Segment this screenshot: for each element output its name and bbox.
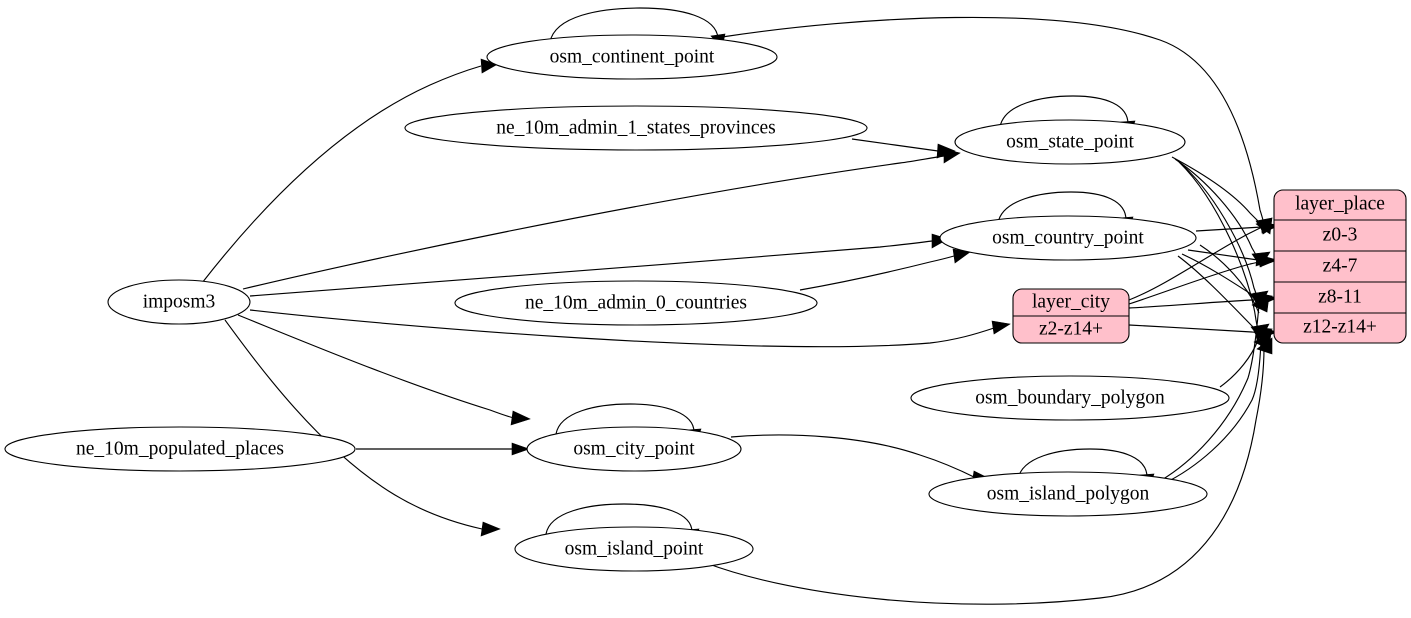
layer_place-header: layer_place bbox=[1295, 193, 1385, 214]
arrow-head-icon bbox=[1256, 337, 1273, 355]
edge-osm_island_point-to-layer_place bbox=[705, 347, 1265, 605]
arrow-head-icon bbox=[991, 320, 1011, 335]
edge-imposm3-to-osm_city_point bbox=[237, 314, 515, 419]
node-label: osm_island_point bbox=[565, 538, 704, 559]
node-label: osm_state_point bbox=[1006, 131, 1134, 152]
node-osm_state_point[interactable]: osm_state_point bbox=[954, 119, 1186, 165]
arrow-head-icon bbox=[1258, 254, 1278, 268]
node-label: osm_continent_point bbox=[550, 46, 715, 67]
layer-node-layer_city[interactable]: layer_city z2-z14+ bbox=[1012, 288, 1130, 344]
edge-layer_city-to-layer_place-z12-z14 bbox=[1128, 324, 1263, 334]
arrow-head-icon bbox=[480, 521, 501, 537]
arrow-head-icon bbox=[1258, 221, 1278, 235]
edge-osm_country_point-to-layer_place-z4-7 bbox=[1187, 249, 1259, 261]
edge-osm_island_polygon-to-layer_place-z8-11 bbox=[1159, 304, 1260, 482]
node-osm_boundary_polygon[interactable]: osm_boundary_polygon bbox=[910, 375, 1230, 421]
edge-osm_city_point-to-osm_island_polygon bbox=[730, 434, 977, 479]
self-loop-osm_country_point bbox=[997, 191, 1127, 224]
layer_city-header: layer_city bbox=[1032, 291, 1110, 312]
node-label: osm_country_point bbox=[992, 227, 1144, 248]
arrow-head-icon bbox=[936, 143, 956, 159]
node-label: imposm3 bbox=[143, 291, 216, 312]
layer_place-row-z8-11: z8-11 bbox=[1318, 286, 1362, 307]
node-imposm3[interactable]: imposm3 bbox=[107, 279, 251, 325]
arrow-head-icon bbox=[511, 442, 530, 456]
arrow-head-icon bbox=[480, 58, 498, 74]
edge-imposm3-to-osm_continent_point bbox=[201, 65, 482, 284]
edge-imposm3-to-layer_city bbox=[249, 309, 995, 348]
layer-node-layer_place[interactable]: layer_place z0-3 z4-7 z8-11 z12-z14+ bbox=[1273, 189, 1407, 344]
edge-layer_city-to-layer_place-z8-11 bbox=[1128, 298, 1263, 309]
node-layer: imposm3 ne_10m_populated_places osm_cont… bbox=[4, 34, 1230, 572]
edge-layer_city-to-layer_place-z4-7 bbox=[1128, 260, 1263, 305]
node-ne_10m_populated_places[interactable]: ne_10m_populated_places bbox=[4, 426, 356, 472]
node-osm_island_polygon[interactable]: osm_island_polygon bbox=[928, 471, 1208, 517]
edge-osm_state_point-to-layer_place-z12-z14 bbox=[1178, 161, 1260, 334]
node-ne_10m_admin_0_countries[interactable]: ne_10m_admin_0_countries bbox=[454, 280, 818, 326]
arrow-head-icon bbox=[510, 410, 531, 426]
self-loop-osm_state_point bbox=[999, 95, 1129, 128]
edge-layer_city-to-layer_place-z0-3 bbox=[1128, 226, 1263, 301]
edge-imposm3-to-osm_state_point bbox=[242, 155, 945, 290]
node-osm_country_point[interactable]: osm_country_point bbox=[939, 215, 1197, 261]
edge-ne_10m_admin_0_countries-to-osm_country_point bbox=[799, 255, 955, 291]
edge-osm_island_polygon-to-layer_place-z12-z14 bbox=[1162, 341, 1262, 485]
edge-osm_continent_point-to-layer_place bbox=[721, 16, 1265, 225]
self-loop-osm_city_point bbox=[555, 403, 695, 435]
node-osm_island_point[interactable]: osm_island_point bbox=[514, 526, 754, 572]
layer_place-row-z0-3: z0-3 bbox=[1323, 224, 1358, 245]
node-label: osm_city_point bbox=[573, 438, 695, 459]
edge-osm_country_point-to-layer_place-z0-3 bbox=[1195, 226, 1263, 232]
layer_city-row-z2-z14: z2-z14+ bbox=[1039, 318, 1103, 339]
edge-osm_city_point-to-layer_place-aux bbox=[1199, 244, 1260, 314]
node-ne_10m_admin_1_states_provinces[interactable]: ne_10m_admin_1_states_provinces bbox=[404, 105, 868, 151]
arrow-head-icon bbox=[1251, 295, 1270, 313]
edge-imposm3-to-osm_country_point bbox=[249, 240, 933, 297]
edge-imposm3-to-osm_island_point bbox=[224, 319, 483, 530]
node-label: ne_10m_admin_0_countries bbox=[525, 292, 747, 313]
node-label: ne_10m_populated_places bbox=[76, 438, 284, 459]
layer_place-row-z12-z14: z12-z14+ bbox=[1303, 316, 1377, 337]
self-loop-osm_continent_point bbox=[549, 7, 719, 43]
node-osm_continent_point[interactable]: osm_continent_point bbox=[486, 34, 778, 80]
node-label: ne_10m_admin_1_states_provinces bbox=[496, 117, 775, 138]
layer_place-row-z4-7: z4-7 bbox=[1323, 255, 1358, 276]
self-loop-osm_island_polygon bbox=[1017, 448, 1148, 480]
edge-ne_10m_admin_1_states_provinces-to-osm_state_point bbox=[851, 138, 939, 152]
node-osm_city_point[interactable]: osm_city_point bbox=[526, 426, 742, 472]
node-label: osm_island_polygon bbox=[987, 483, 1150, 504]
self-loop-osm_island_point bbox=[545, 503, 693, 535]
node-label: osm_boundary_polygon bbox=[975, 387, 1165, 408]
